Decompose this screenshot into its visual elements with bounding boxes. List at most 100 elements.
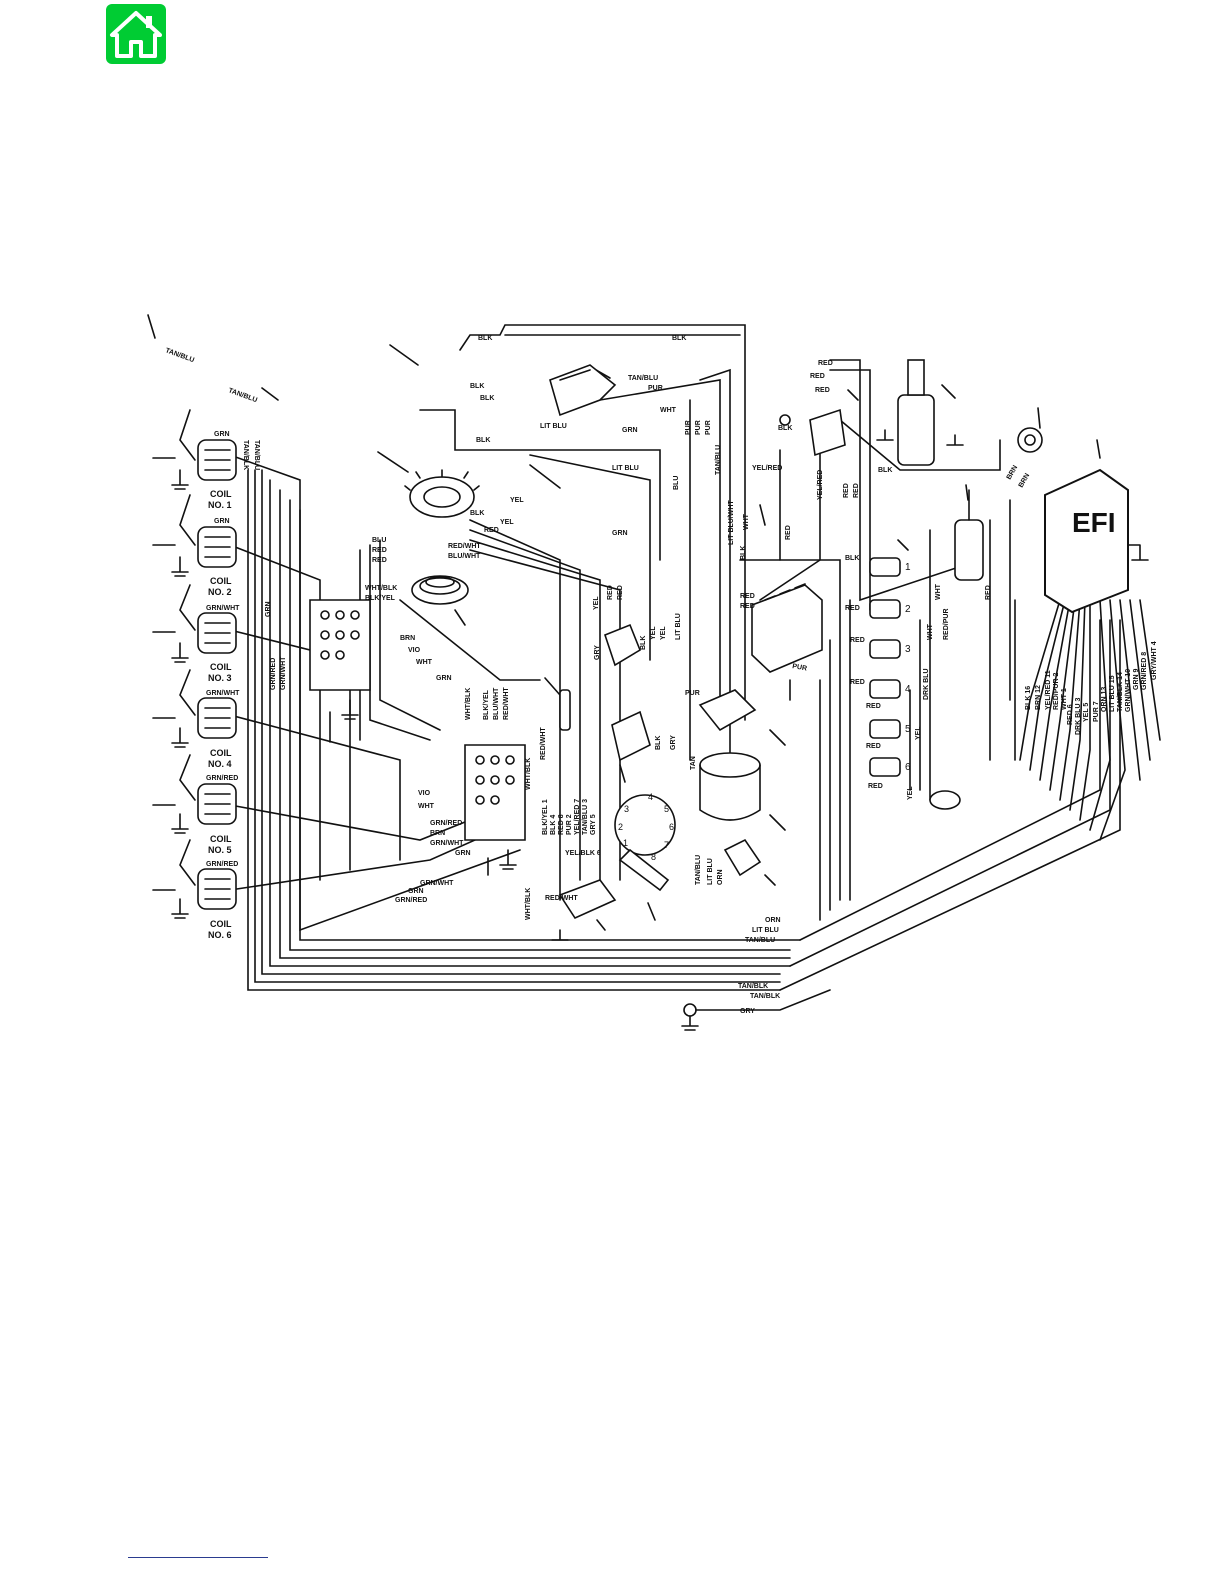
coil-5 (171, 754, 237, 834)
svg-text:8: 8 (651, 852, 656, 862)
svg-text:RED/PUR: RED/PUR (943, 608, 950, 640)
svg-text:GRN: GRN (612, 530, 628, 537)
coil-wires (229, 454, 521, 932)
svg-text:GRN/WHT: GRN/WHT (280, 656, 287, 690)
svg-text:RED: RED (868, 783, 883, 790)
svg-text:GRN: GRN (408, 888, 424, 895)
coil-4 (171, 669, 237, 748)
components: EFI 1 2 3 4 (309, 359, 1149, 1031)
svg-text:RED: RED (843, 483, 850, 498)
svg-text:LIT BLU 15: LIT BLU 15 (1109, 675, 1116, 712)
svg-text:TAN/BLU: TAN/BLU (695, 855, 702, 885)
stator (404, 469, 480, 518)
svg-text:YEL 5: YEL 5 (1083, 703, 1090, 722)
svg-text:LIT BLU/WHT: LIT BLU/WHT (728, 500, 735, 545)
svg-text:YEL: YEL (500, 519, 514, 526)
svg-text:BLK: BLK (655, 736, 662, 750)
svg-text:YEL: YEL (510, 497, 524, 504)
svg-text:BLK 4: BLK 4 (550, 815, 557, 835)
svg-text:YEL/BLK 6: YEL/BLK 6 (565, 850, 601, 857)
svg-text:LIT BLU: LIT BLU (675, 613, 682, 640)
svg-text:RED/WHT: RED/WHT (540, 727, 547, 760)
injector-6: 6 (869, 757, 911, 777)
tachometer-sender (1017, 427, 1043, 453)
injector-1: 1 (869, 557, 911, 577)
svg-text:RED: RED (484, 527, 499, 534)
svg-text:YEL/RED 7: YEL/RED 7 (574, 799, 581, 835)
home-button[interactable] (106, 4, 166, 64)
fuel-filter (699, 752, 761, 821)
main-connector: 4 5 6 7 8 1 2 3 (614, 792, 676, 892)
svg-text:BLK: BLK (476, 437, 490, 444)
svg-text:GRN/WHT: GRN/WHT (420, 880, 454, 887)
svg-text:ORN: ORN (717, 869, 724, 885)
injector-2: 2 (869, 599, 911, 619)
svg-text:ORN: ORN (765, 917, 781, 924)
injector-3: 3 (869, 639, 911, 659)
trigger-coil (411, 575, 469, 605)
svg-text:LIT BLU: LIT BLU (612, 465, 639, 472)
svg-text:GRN: GRN (436, 675, 452, 682)
svg-text:PUR: PUR (685, 690, 700, 697)
callout-leaders (147, 314, 1101, 931)
svg-text:4: 4 (905, 684, 911, 695)
efi-harness-fan (1019, 599, 1161, 841)
svg-text:YEL: YEL (907, 786, 914, 800)
svg-text:RED: RED (607, 585, 614, 600)
svg-text:WHT/BLK: WHT/BLK (365, 585, 397, 592)
svg-text:LIT BLU: LIT BLU (707, 858, 714, 885)
svg-text:GRY/WHT 4: GRY/WHT 4 (1151, 641, 1158, 680)
svg-text:BLK/YEL: BLK/YEL (365, 595, 396, 602)
svg-text:RED/PUR 2: RED/PUR 2 (1053, 673, 1060, 710)
svg-text:TAN/BLU: TAN/BLU (628, 375, 658, 382)
svg-text:RED: RED (853, 483, 860, 498)
svg-text:GRN: GRN (622, 427, 638, 434)
svg-text:RED: RED (810, 373, 825, 380)
svg-text:BLK: BLK (845, 555, 859, 562)
svg-text:GRN/RED: GRN/RED (270, 658, 277, 690)
svg-text:GRY: GRY (740, 1008, 755, 1015)
svg-text:RED: RED (818, 360, 833, 367)
voltage-regulator (549, 364, 617, 417)
svg-text:VIO: VIO (408, 647, 421, 654)
svg-text:GRN/RED: GRN/RED (206, 861, 238, 868)
svg-text:ORN 13: ORN 13 (1101, 687, 1108, 712)
starter-motor (876, 359, 964, 466)
svg-text:YEL/RED: YEL/RED (817, 470, 824, 500)
svg-text:GRN/WHT: GRN/WHT (206, 690, 240, 697)
svg-text:GRN: GRN (214, 431, 230, 438)
svg-text:7: 7 (664, 840, 669, 850)
svg-text:PUR: PUR (695, 420, 702, 435)
injector-5: 5 (869, 719, 911, 739)
fuse-holder (559, 689, 571, 731)
svg-text:GRN 9: GRN 9 (1133, 669, 1140, 691)
svg-text:GRN/WHT: GRN/WHT (206, 605, 240, 612)
switch-box-1 (309, 599, 371, 720)
svg-text:WHT: WHT (660, 407, 677, 414)
rectifier (604, 623, 651, 762)
svg-text:YEL: YEL (650, 626, 657, 640)
svg-text:NO. 6: NO. 6 (208, 930, 232, 940)
starter-solenoid (779, 408, 846, 457)
home-icon (110, 11, 162, 58)
svg-text:WHT: WHT (416, 659, 433, 666)
svg-text:RED: RED (740, 603, 755, 610)
svg-text:GRN/RED: GRN/RED (395, 897, 427, 904)
svg-text:RED: RED (985, 585, 992, 600)
svg-text:BLU/WHT: BLU/WHT (448, 553, 481, 560)
svg-text:WHT/BLK: WHT/BLK (525, 888, 532, 920)
svg-text:GRN: GRN (455, 850, 471, 857)
svg-text:WHT/BLK: WHT/BLK (525, 758, 532, 790)
svg-text:LIT BLU: LIT BLU (540, 423, 567, 430)
switch-box-2 (464, 744, 526, 870)
svg-text:BRN: BRN (1018, 472, 1032, 489)
upper-branch-wires (359, 324, 1016, 921)
svg-text:PUR: PUR (705, 420, 712, 435)
svg-text:TAN/BLK: TAN/BLK (750, 993, 780, 1000)
water-temp-sensor (723, 838, 762, 877)
svg-text:GRN/RED 8: GRN/RED 8 (1141, 652, 1148, 690)
svg-text:6: 6 (905, 762, 911, 773)
ignition-module (551, 879, 617, 941)
svg-text:BRN: BRN (1006, 464, 1020, 481)
svg-text:GRN: GRN (214, 518, 230, 525)
